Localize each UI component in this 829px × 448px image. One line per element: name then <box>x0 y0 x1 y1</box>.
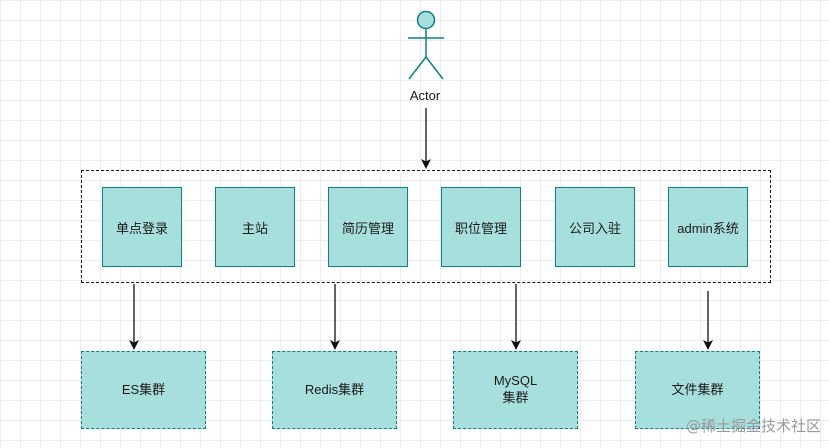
module-sso[interactable]: 单点登录 <box>102 187 182 267</box>
actor-label: Actor <box>409 87 441 103</box>
backend-es-cluster[interactable]: ES集群 <box>81 351 206 429</box>
module-resume-management[interactable]: 简历管理 <box>328 187 408 267</box>
module-main-site[interactable]: 主站 <box>215 187 295 267</box>
watermark: @稀土掘金技术社区 <box>685 417 821 435</box>
backend-mysql-cluster[interactable]: MySQL 集群 <box>453 351 578 429</box>
module-job-management[interactable]: 职位管理 <box>441 187 521 267</box>
module-admin-system[interactable]: admin系统 <box>668 187 748 267</box>
backend-redis-cluster[interactable]: Redis集群 <box>272 351 397 429</box>
backend-file-cluster[interactable]: 文件集群 <box>635 351 760 429</box>
module-company-onboarding[interactable]: 公司入驻 <box>555 187 635 267</box>
system-container <box>81 170 771 283</box>
actor-figure <box>408 10 444 80</box>
